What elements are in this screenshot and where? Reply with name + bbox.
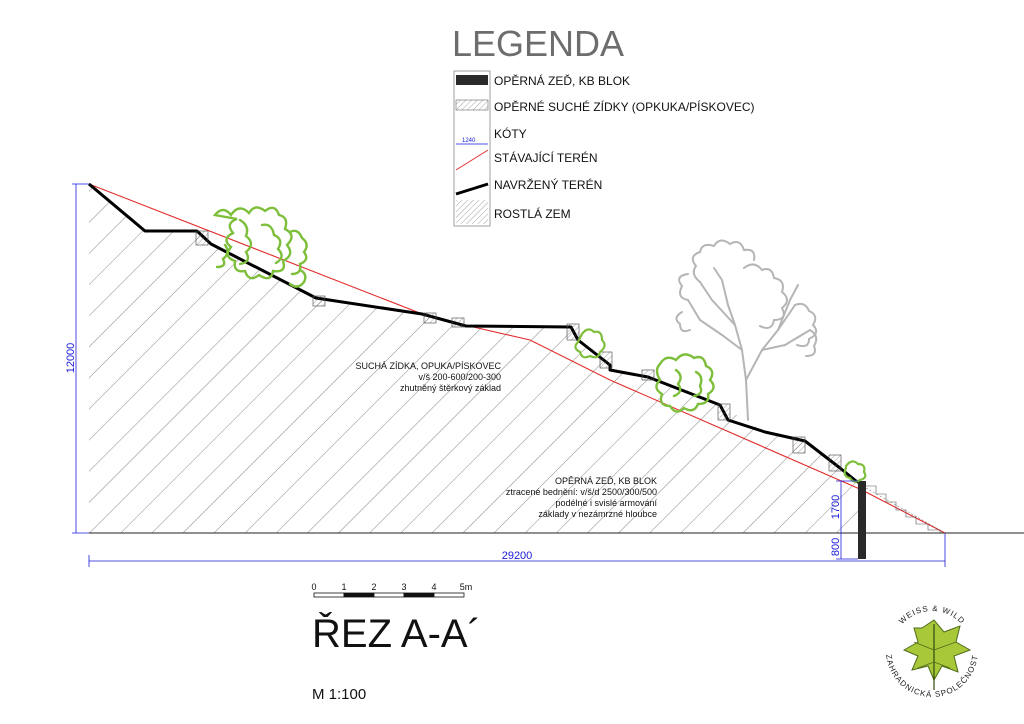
scale-tick: 3 xyxy=(401,582,406,592)
steps-slope xyxy=(865,487,946,534)
dry-wall-block xyxy=(828,454,842,472)
legend-item-native-soil: ROSTLÁ ZEM xyxy=(494,206,571,221)
legend-item-existing-terrain: STÁVAJÍCÍ TERÉN xyxy=(494,150,598,165)
drawing-scale: M 1:100 xyxy=(312,686,366,703)
dry-wall-block xyxy=(423,312,437,324)
leaf-icon xyxy=(902,619,972,682)
retaining-wall-note-line1: OPĚRNÁ ZEĎ, KB BLOK xyxy=(555,476,657,486)
legend-item-retaining-wall: OPĚRNÁ ZEĎ, KB BLOK xyxy=(494,73,630,88)
scale-tick: 0 xyxy=(311,582,316,592)
wall-height-dimension-label: 1700 xyxy=(830,495,842,519)
shrub-middle xyxy=(655,353,715,413)
dry-wall-block xyxy=(717,403,731,421)
dry-wall-block xyxy=(792,436,806,454)
scale-tick: 1 xyxy=(341,582,346,592)
dry-wall-block xyxy=(566,323,580,341)
retaining-wall-note: OPĚRNÁ ZEĎ, KB BLOK ztracené bednění: v/… xyxy=(506,476,658,519)
shrub-upper xyxy=(212,206,308,288)
section-title: ŘEZ A-A´ xyxy=(312,611,481,656)
company-logo: WEISS & WILD ZAHRADNICKÁ SPOLEČNOST xyxy=(884,604,979,699)
dry-wall-note-line1: SUCHÁ ZÍDKA, OPUKA/PÍSKOVEC xyxy=(355,361,501,371)
steps xyxy=(866,485,941,533)
legend-item-dry-walls: OPĚRNÉ SUCHÉ ZÍDKY (OPKUKA/PÍSKOVEC) xyxy=(494,99,755,114)
dry-wall-swatch xyxy=(455,99,489,111)
native-soil-hatch xyxy=(89,184,862,533)
dry-wall-block xyxy=(451,317,465,328)
scale-tick: 4 xyxy=(431,582,436,592)
dry-wall-note: SUCHÁ ZÍDKA, OPUKA/PÍSKOVEC v/š 200-600/… xyxy=(355,361,501,393)
dimension-sample-value: 1240 xyxy=(462,138,476,144)
legend-title: LEGENDA xyxy=(452,23,624,64)
dry-wall-note-line3: zhutněný štěrkový základ xyxy=(400,383,501,393)
height-dimension-label: 12000 xyxy=(65,343,77,374)
dry-stone-walls xyxy=(195,230,842,472)
leaf-veins xyxy=(913,641,957,669)
scale-tick: 5m xyxy=(460,582,473,592)
height-dimension xyxy=(72,183,89,534)
dry-wall-block xyxy=(599,351,613,369)
retaining-wall-swatch xyxy=(456,75,488,85)
dry-wall-block xyxy=(641,369,655,381)
length-dimension xyxy=(88,533,946,567)
legend: LEGENDA OPĚRNÁ ZEĎ, KB BLOK OPĚRNÉ SUCHÉ… xyxy=(452,23,755,227)
retaining-wall-note-line2: ztracené bednění: v/š/d 2500/300/500 xyxy=(506,487,657,497)
proposed-terrain-swatch xyxy=(455,182,489,196)
foundation-dimension-label: 800 xyxy=(830,538,842,556)
retaining-wall-note-line4: základy v nezámrzné hloubce xyxy=(538,509,657,519)
native-soil-swatch xyxy=(456,200,488,224)
scale-bar xyxy=(313,592,465,598)
dry-wall-block xyxy=(195,230,209,246)
shrub-small-2 xyxy=(843,460,867,483)
legend-item-proposed-terrain: NAVRŽENÝ TERÉN xyxy=(494,177,602,192)
length-dimension-label: 29200 xyxy=(502,550,533,562)
dry-wall-block xyxy=(312,295,326,307)
legend-frame xyxy=(453,70,491,227)
retaining-wall xyxy=(858,481,866,559)
retaining-wall-note-line3: podélné i svislé armování xyxy=(555,498,657,508)
tree xyxy=(675,239,818,421)
shrub-small-1 xyxy=(574,328,606,359)
scale-tick: 2 xyxy=(371,582,376,592)
existing-terrain-swatch xyxy=(455,149,489,171)
legend-item-dimensions: KÓTY xyxy=(494,126,527,141)
dry-wall-note-line2: v/š 200-600/200-300 xyxy=(418,372,501,382)
wall-height-dimension xyxy=(836,480,858,560)
existing-terrain-line xyxy=(88,183,946,534)
